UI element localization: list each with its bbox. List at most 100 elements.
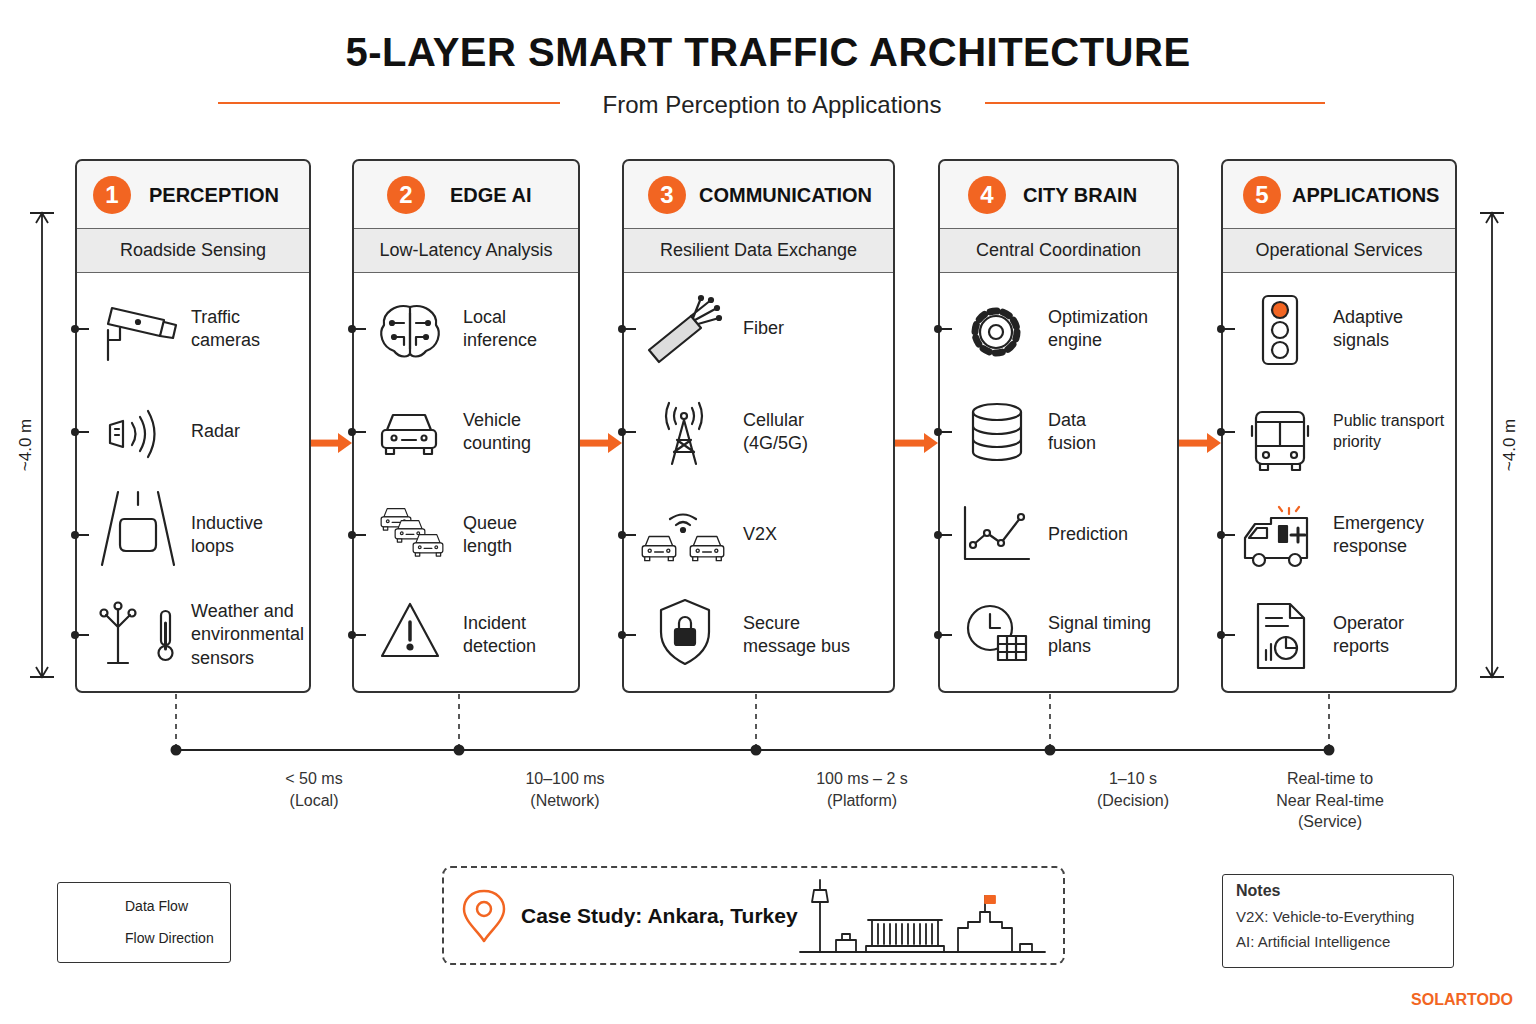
notes-heading: Notes [1236, 881, 1280, 902]
tower-icon-part [666, 403, 702, 429]
tower-icon-part [672, 420, 696, 464]
component-label: Vehicle counting [463, 409, 553, 456]
tower-icon-part [681, 413, 687, 419]
radar-icon-part [115, 429, 119, 435]
bus-icon-part [1291, 452, 1297, 458]
callout-number: 4 [968, 176, 1006, 214]
timing-icon [968, 606, 1026, 660]
signal-icon-part [1272, 322, 1288, 338]
component-label: Data fusion [1048, 409, 1118, 456]
number-circle-fill [968, 176, 1006, 214]
flow-arrow [311, 433, 352, 453]
brain-icon-part [424, 335, 428, 339]
camera-icon-part [160, 322, 176, 338]
number-circle-fill [93, 176, 131, 214]
warning-icon [382, 604, 438, 656]
number-circle-fill [1243, 176, 1281, 214]
band-label: Central Coordination [940, 239, 1177, 262]
latency-label: < 50 ms (Local) [274, 768, 354, 811]
chart-icon-part [984, 530, 990, 536]
component-label: Secure message bus [743, 612, 858, 659]
car-icon-part [382, 415, 436, 454]
report-icon-part [1266, 644, 1271, 660]
ambulance-icon-part [1245, 518, 1307, 558]
component-label: Traffic cameras [191, 306, 276, 353]
component-label: Optimization engine [1048, 306, 1163, 353]
camera-icon-part [108, 328, 120, 360]
brain-icon [381, 306, 439, 356]
warning-icon-part [408, 645, 413, 650]
shield-icon [661, 600, 709, 664]
layer-title: EDGE AI [450, 182, 532, 208]
radar-icon [110, 411, 155, 457]
ambulance-icon-part [1249, 528, 1267, 538]
layer-subtitle-band: Operational Services [1223, 228, 1455, 273]
flow-arrow [580, 433, 622, 453]
layer-subtitle-band: Central Coordination [940, 228, 1177, 273]
layer-subtitle-band: Low-Latency Analysis [354, 228, 578, 273]
warning-icon-part [382, 604, 438, 656]
bus-icon-part [1260, 464, 1268, 470]
weather-icon-part [159, 646, 173, 660]
brain-icon-part [392, 335, 396, 339]
component-label: Cellular (4G/5G) [743, 409, 833, 456]
signal-icon-part [1263, 296, 1297, 364]
data-flow-tick [938, 431, 952, 433]
timing-icon-part [998, 636, 1026, 660]
queue-icon-part [395, 521, 425, 542]
fiber-icon-part [715, 306, 719, 310]
data-flow-tick [622, 634, 636, 636]
layer-number-circle: 3 [648, 176, 686, 214]
dimension-label: ~4.0 m [15, 416, 37, 474]
data-flow-tick [1221, 328, 1235, 330]
camera-icon-part [136, 320, 140, 324]
data-flow-dot [934, 531, 942, 539]
subtitle-rule-part [218, 102, 1325, 104]
v2x-icon [642, 515, 723, 561]
data-flow-tick [622, 534, 636, 536]
data-flow-tick [938, 534, 952, 536]
report-icon-part [1258, 604, 1304, 668]
layer-title: APPLICATIONS [1292, 182, 1439, 208]
notes-line: AI: Artificial Intelligence [1236, 932, 1390, 952]
latency-timeline-part [176, 749, 1329, 751]
latency-timeline-part [752, 746, 761, 755]
data-flow-dot [71, 631, 79, 639]
brain-icon-part [381, 306, 410, 356]
fiber-icon-part [717, 316, 721, 320]
signal-icon [1263, 296, 1297, 364]
ambulance-icon-part [1279, 507, 1299, 514]
queue-icon-part [381, 509, 411, 530]
weather-icon-part [161, 611, 170, 645]
dimension-label: ~4.0 m [1499, 416, 1521, 474]
band-label: Low-Latency Analysis [354, 239, 578, 262]
layer-number-circle: 2 [387, 176, 425, 214]
data-flow-dot [71, 531, 79, 539]
ankara-skyline-part [866, 946, 944, 952]
arrow-head [924, 433, 938, 453]
data-flow-tick [352, 634, 366, 636]
signal-icon-part [1272, 302, 1288, 318]
data-flow-tick [352, 328, 366, 330]
callout-number: 2 [387, 176, 425, 214]
data-flow-tick [1221, 534, 1235, 536]
fiber-icon-part [691, 298, 719, 324]
data-flow-tick [352, 534, 366, 536]
location-pin [464, 891, 504, 941]
component-label: Incident detection [463, 612, 553, 659]
latency-label: 10–100 ms (Network) [515, 768, 615, 811]
latency-timeline-part [1046, 746, 1055, 755]
camera-icon-part [108, 308, 164, 336]
report-icon-part [1286, 637, 1297, 648]
warning-icon-part [408, 622, 412, 640]
data-flow-tick [75, 431, 89, 433]
callout-number: 3 [648, 176, 686, 214]
data-flow-tick [622, 431, 636, 433]
weather-icon-part [164, 623, 167, 649]
chart-icon-part [965, 507, 1029, 559]
component-label: Weather and environmental sensors [191, 600, 307, 670]
latency-timeline-part [172, 746, 181, 755]
database-icon [973, 404, 1021, 460]
number-circle-fill [648, 176, 686, 214]
v2x-icon-part [642, 536, 675, 560]
